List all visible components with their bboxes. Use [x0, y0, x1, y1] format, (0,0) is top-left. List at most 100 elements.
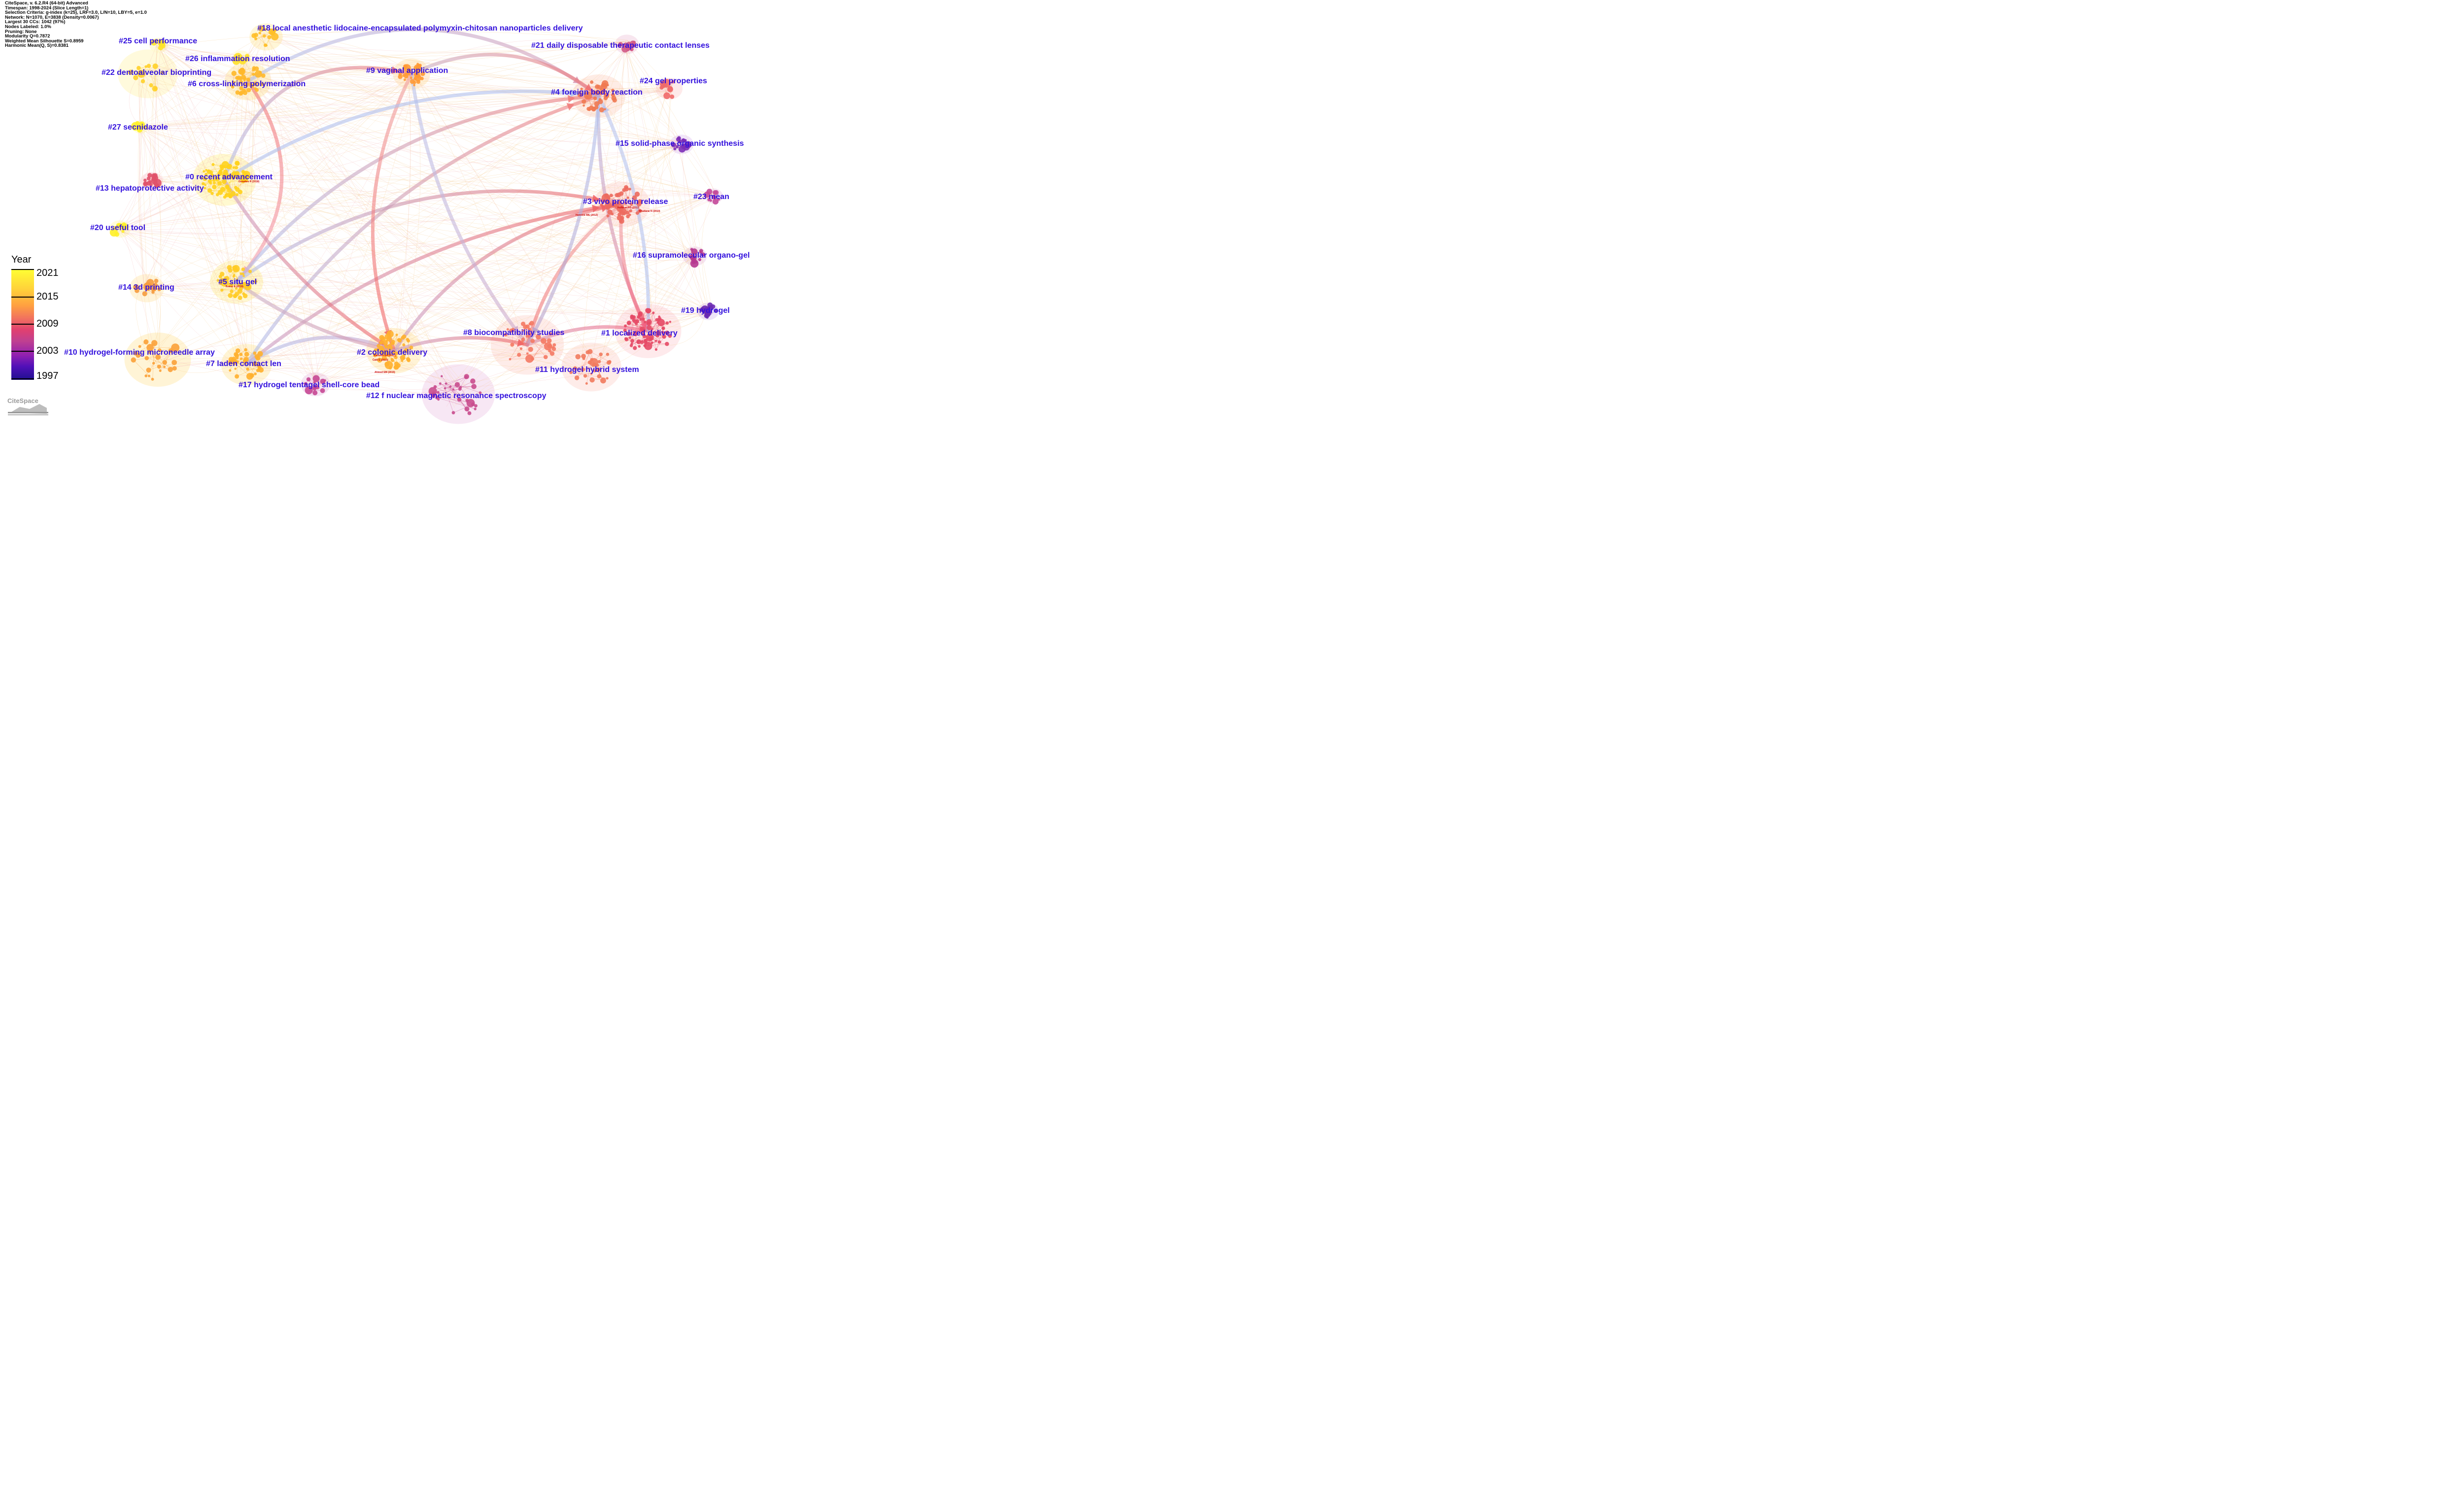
reference-node[interactable] — [628, 188, 631, 191]
reference-node[interactable] — [644, 320, 647, 324]
reference-node[interactable] — [320, 388, 325, 393]
reference-node[interactable] — [231, 70, 237, 76]
reference-node[interactable] — [451, 411, 455, 415]
cluster-label[interactable]: #0 recent advancement — [185, 173, 273, 181]
reference-node[interactable] — [162, 40, 166, 44]
reference-node[interactable] — [581, 368, 585, 372]
reference-node[interactable] — [633, 346, 637, 350]
reference-node[interactable] — [143, 339, 149, 345]
reference-node[interactable] — [267, 35, 272, 39]
reference-node[interactable] — [153, 178, 156, 181]
reference-node[interactable] — [235, 374, 240, 379]
reference-node[interactable] — [235, 90, 240, 95]
reference-node[interactable] — [416, 63, 419, 66]
reference-node[interactable] — [656, 321, 659, 324]
reference-node[interactable] — [394, 355, 398, 360]
reference-node[interactable] — [413, 84, 415, 87]
reference-node[interactable] — [223, 173, 226, 176]
cluster-label[interactable]: #6 cross-linking polymerization — [188, 80, 306, 88]
reference-node[interactable] — [157, 348, 162, 352]
reference-node[interactable] — [238, 295, 242, 300]
reference-node[interactable] — [397, 338, 402, 343]
reference-node[interactable] — [594, 101, 600, 106]
reference-node[interactable] — [601, 89, 606, 94]
reference-node[interactable] — [151, 290, 155, 294]
reference-node[interactable] — [157, 365, 161, 369]
reference-node[interactable] — [220, 278, 224, 282]
reference-node[interactable] — [388, 366, 392, 370]
reference-node[interactable] — [151, 340, 158, 346]
reference-node[interactable] — [232, 265, 238, 270]
reference-node[interactable] — [585, 95, 589, 99]
reference-node[interactable] — [654, 348, 658, 351]
citation-label[interactable]: Kamoun EA (2017) — [374, 354, 396, 357]
reference-node[interactable] — [671, 142, 676, 148]
reference-node[interactable] — [217, 171, 222, 176]
reference-node[interactable] — [238, 189, 243, 195]
reference-node[interactable] — [714, 308, 718, 312]
reference-node[interactable] — [236, 357, 239, 360]
reference-node[interactable] — [239, 352, 243, 356]
reference-node[interactable] — [241, 268, 245, 271]
reference-node[interactable] — [382, 352, 388, 357]
reference-node[interactable] — [152, 362, 155, 365]
reference-node[interactable] — [162, 360, 168, 365]
reference-node[interactable] — [225, 193, 228, 196]
reference-node[interactable] — [134, 285, 137, 289]
reference-node[interactable] — [712, 199, 719, 205]
reference-node[interactable] — [596, 367, 600, 372]
reference-node[interactable] — [458, 387, 462, 391]
reference-node[interactable] — [235, 348, 240, 353]
reference-node[interactable] — [240, 357, 243, 360]
reference-node[interactable] — [644, 340, 648, 345]
reference-node[interactable] — [599, 352, 603, 357]
reference-node[interactable] — [581, 354, 586, 359]
reference-node[interactable] — [573, 366, 577, 370]
reference-node[interactable] — [526, 352, 529, 355]
cluster-label[interactable]: #21 daily disposable therapeutic contact… — [531, 41, 710, 50]
reference-node[interactable] — [527, 327, 531, 331]
reference-node[interactable] — [114, 232, 120, 237]
reference-node[interactable] — [410, 76, 412, 79]
reference-node[interactable] — [203, 170, 205, 173]
reference-node[interactable] — [437, 391, 440, 394]
cluster-label[interactable]: #5 situ gel — [218, 278, 257, 286]
reference-node[interactable] — [706, 316, 709, 319]
reference-node[interactable] — [323, 381, 325, 384]
reference-node[interactable] — [262, 34, 266, 38]
reference-node[interactable] — [236, 278, 239, 281]
reference-node[interactable] — [632, 195, 637, 201]
reference-node[interactable] — [240, 67, 245, 73]
reference-node[interactable] — [261, 73, 266, 78]
reference-node[interactable] — [305, 386, 313, 395]
reference-node[interactable] — [617, 43, 622, 48]
reference-node[interactable] — [604, 193, 609, 198]
reference-node[interactable] — [245, 283, 250, 288]
reference-node[interactable] — [273, 28, 277, 32]
reference-node[interactable] — [655, 333, 660, 338]
reference-node[interactable] — [304, 382, 308, 386]
reference-node[interactable] — [160, 70, 165, 75]
reference-node[interactable] — [474, 407, 477, 410]
reference-node[interactable] — [705, 309, 707, 312]
reference-node[interactable] — [626, 47, 630, 52]
reference-node[interactable] — [270, 30, 275, 35]
reference-node[interactable] — [445, 382, 447, 385]
reference-node[interactable] — [146, 368, 151, 373]
reference-node[interactable] — [650, 341, 653, 344]
reference-node[interactable] — [665, 341, 669, 346]
reference-node[interactable] — [258, 367, 264, 373]
reference-node[interactable] — [677, 136, 681, 140]
reference-node[interactable] — [627, 322, 630, 325]
reference-node[interactable] — [377, 357, 382, 363]
reference-node[interactable] — [235, 161, 240, 166]
reference-node[interactable] — [241, 75, 246, 80]
reference-node[interactable] — [233, 359, 236, 362]
reference-node[interactable] — [151, 173, 156, 178]
reference-node[interactable] — [209, 181, 212, 185]
reference-node[interactable] — [205, 172, 208, 176]
reference-node[interactable] — [247, 79, 250, 82]
reference-node[interactable] — [228, 268, 233, 273]
reference-node[interactable] — [659, 85, 664, 90]
reference-node[interactable] — [465, 399, 469, 403]
